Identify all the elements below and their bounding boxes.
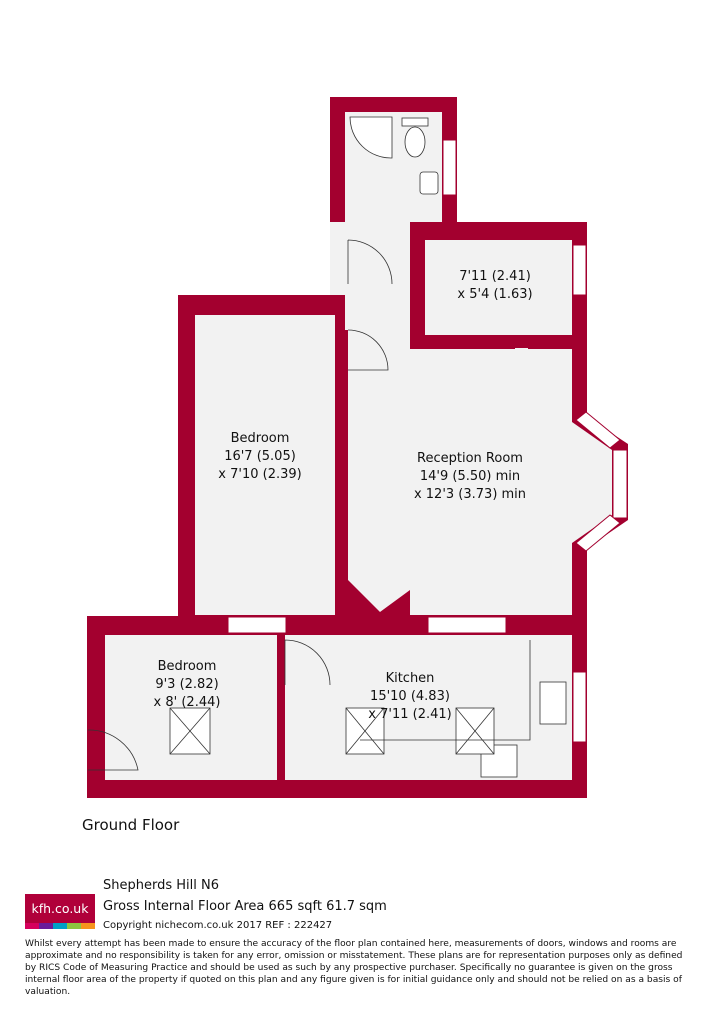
store-floor <box>425 240 572 335</box>
logo-text: kfh.co.uk <box>31 901 89 916</box>
door-bed2-entry <box>87 729 139 771</box>
wall-store-bottom-right <box>528 335 572 349</box>
room-labels: 7'11 (2.41) x 5'4 (1.63) Bedroom 16'7 (5… <box>154 269 533 722</box>
logo-color-bar <box>25 923 95 929</box>
kitchen-name: Kitchen <box>386 671 435 686</box>
bedroom2-dims-line1: 9'3 (2.82) <box>155 677 218 692</box>
logo-bar-segment <box>53 923 67 929</box>
sink-icon <box>539 681 567 725</box>
logo-bar-segment <box>39 923 53 929</box>
worktop-line <box>360 640 531 741</box>
window-bath-right <box>442 139 457 196</box>
basin-icon <box>419 171 439 195</box>
wall-bed2-kit-divider <box>277 650 285 780</box>
kitchen-dims-line2: x 7'11 (2.41) <box>368 707 451 722</box>
store-dims-line2: x 5'4 (1.63) <box>457 287 532 302</box>
toilet-bowl-icon <box>404 126 426 158</box>
wall-rec-corner <box>348 580 410 615</box>
door-bed2-kitchen <box>284 639 331 686</box>
reception-dims-line2: x 12'3 (3.73) min <box>414 487 526 502</box>
window-kitchen-right <box>572 671 587 743</box>
copyright: Copyright nichecom.co.uk 2017 REF : 2224… <box>103 920 333 931</box>
hall-lower-floor <box>345 295 410 348</box>
kfh-logo: kfh.co.uk <box>25 894 95 929</box>
floor-name: Ground Floor <box>82 816 180 834</box>
hall-floor <box>330 222 410 295</box>
wall-store-bottom-left <box>410 335 515 349</box>
room-floors <box>105 112 612 780</box>
bedroom2-floor <box>105 635 277 780</box>
skylight-kitchen-a-cross-b <box>345 707 385 755</box>
property-address: Shepherds Hill N6 <box>103 878 219 893</box>
bedroom1-floor <box>195 315 335 615</box>
kitchen-dims-line1: 15'10 (4.83) <box>370 689 450 704</box>
door-bedroom1 <box>347 329 389 371</box>
fixtures <box>169 116 567 778</box>
wall-bed-rec-divider <box>335 330 348 615</box>
reception-dims-line1: 14'9 (5.50) min <box>420 469 520 484</box>
window-bay-top <box>575 411 621 449</box>
logo-bar-segment <box>25 923 39 929</box>
door-bath <box>347 239 393 285</box>
reception-name: Reception Room <box>417 451 523 466</box>
bedroom2-dims-line2: x 8' (2.44) <box>154 695 221 710</box>
toilet-cistern-icon <box>401 117 429 127</box>
floor-plan-diagram: 7'11 (2.41) x 5'4 (1.63) Bedroom 16'7 (5… <box>87 97 628 798</box>
bedroom1-dims-line1: 16'7 (5.05) <box>224 449 296 464</box>
skylight-bedroom-cross-b <box>169 707 211 755</box>
store-dims-line1: 7'11 (2.41) <box>459 269 531 284</box>
kitchen-floor <box>285 635 572 780</box>
reception-floor <box>348 348 612 615</box>
bedroom1-name: Bedroom <box>231 431 290 446</box>
window-bay-mid <box>612 449 628 519</box>
shower-icon <box>349 116 393 159</box>
logo-bar-segment <box>67 923 81 929</box>
window-store-right <box>572 244 587 296</box>
disclaimer: Whilst every attempt has been made to en… <box>25 939 683 997</box>
logo-bar-segment <box>81 923 95 929</box>
floor-area: Gross Internal Floor Area 665 sqft 61.7 … <box>103 899 387 914</box>
bedroom1-dims-line2: x 7'10 (2.39) <box>218 467 301 482</box>
hob-icon <box>480 744 518 778</box>
window-bay-bottom <box>575 514 621 552</box>
window-kitchen-top <box>427 616 507 634</box>
doors <box>87 239 393 771</box>
wall-store-left <box>410 240 425 335</box>
windows <box>227 139 628 743</box>
window-bed1 <box>227 616 287 634</box>
bedroom2-name: Bedroom <box>158 659 217 674</box>
skylight-kitchen-b-cross-b <box>455 707 495 755</box>
